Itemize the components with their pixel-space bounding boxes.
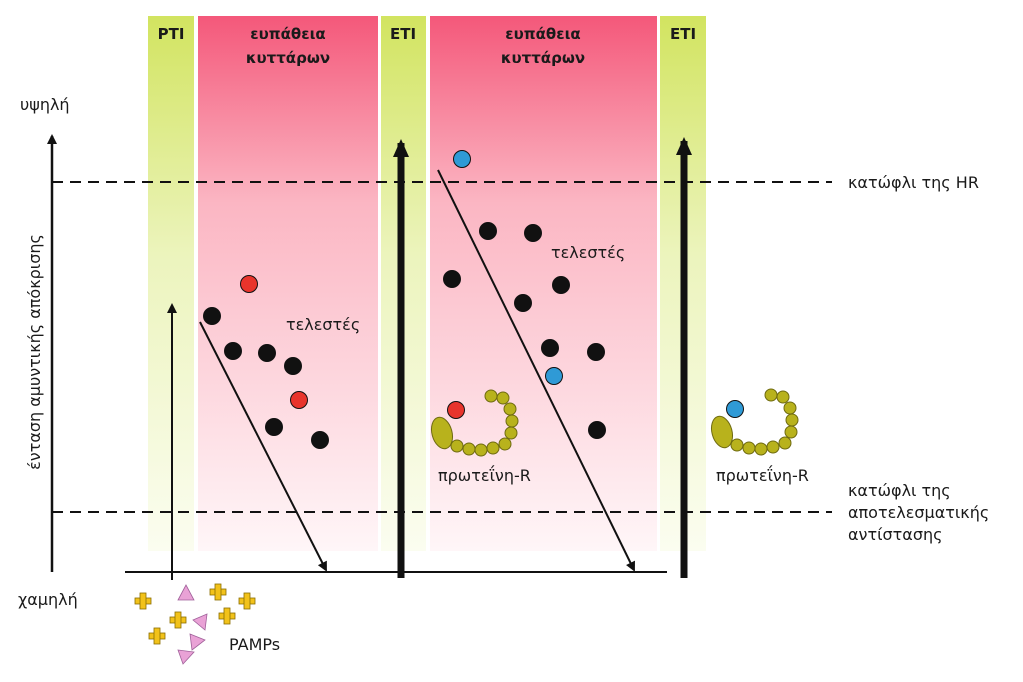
pamp-cross [134,592,152,610]
susceptibility-band-2 [430,16,657,551]
pamp-molecules [134,583,256,665]
pamp-cross [169,611,187,629]
effector-red [240,275,258,293]
susceptibility-2-title-line1: ευπάθεια [505,25,580,43]
effector-black [284,357,302,375]
pamp-cross [238,592,256,610]
susceptibility-2-title-line2: κυττάρων [501,49,585,67]
eti-1-band-title: ETI [390,25,416,43]
r-protein-label-2: πρωτεΐνη-R [716,465,809,485]
suppression-arrow-1 [199,321,327,572]
pamp-triangle [192,613,208,631]
effector-black [258,344,276,362]
effector-black [224,342,242,360]
hr-threshold-label: κατώφλι της HR [848,173,979,192]
r-protein-label-1: πρωτεΐνη-R [438,465,531,485]
effector-black [587,343,605,361]
pamp-cross [148,627,166,645]
effector-blue [545,367,563,385]
resistance-threshold-label-line2: αποτελεσματικής [848,503,989,522]
pamp-cross [218,607,236,625]
effector-black [311,431,329,449]
susceptibility-band-1 [198,16,378,551]
effector-black [524,224,542,242]
pamp-triangle [177,584,195,601]
eti-2-band-title: ETI [670,25,696,43]
effector-blue [453,150,471,168]
pti-band-title: PTI [158,25,185,43]
resistance-threshold-label-line3: αντίστασης [848,525,943,544]
effectors-label-2: τελεστές [551,243,625,262]
susceptibility-1-title-line2: κυττάρων [246,49,330,67]
axis-high-label: υψηλή [20,95,70,114]
r-protein-1 [430,389,519,457]
effector-black [541,339,559,357]
susceptibility-1-title-line1: ευπάθεια [250,25,325,43]
effector-black [203,307,221,325]
effector-red-bound [447,401,465,419]
effector-black [588,421,606,439]
effectors-label-1: τελεστές [286,315,360,334]
effector-black [514,294,532,312]
axis-low-label: χαμηλή [18,590,78,609]
suppression-arrow-2 [437,169,635,572]
effector-group-2 [443,150,606,439]
r-protein-2 [710,388,799,456]
effector-black [443,270,461,288]
pamp-triangle [177,649,195,665]
effector-blue-bound [726,400,744,418]
pamp-cross [209,583,227,601]
effector-red [290,391,308,409]
effector-group-1 [203,275,329,449]
effector-black [265,418,283,436]
effector-black [479,222,497,240]
pamps-label: PAMPs [229,635,280,654]
effector-black [552,276,570,294]
y-axis-title: ένταση αμυντικής απόκρισης [25,234,44,470]
resistance-threshold-label-line1: κατώφλι της [848,481,951,500]
pamp-triangle [189,633,206,651]
